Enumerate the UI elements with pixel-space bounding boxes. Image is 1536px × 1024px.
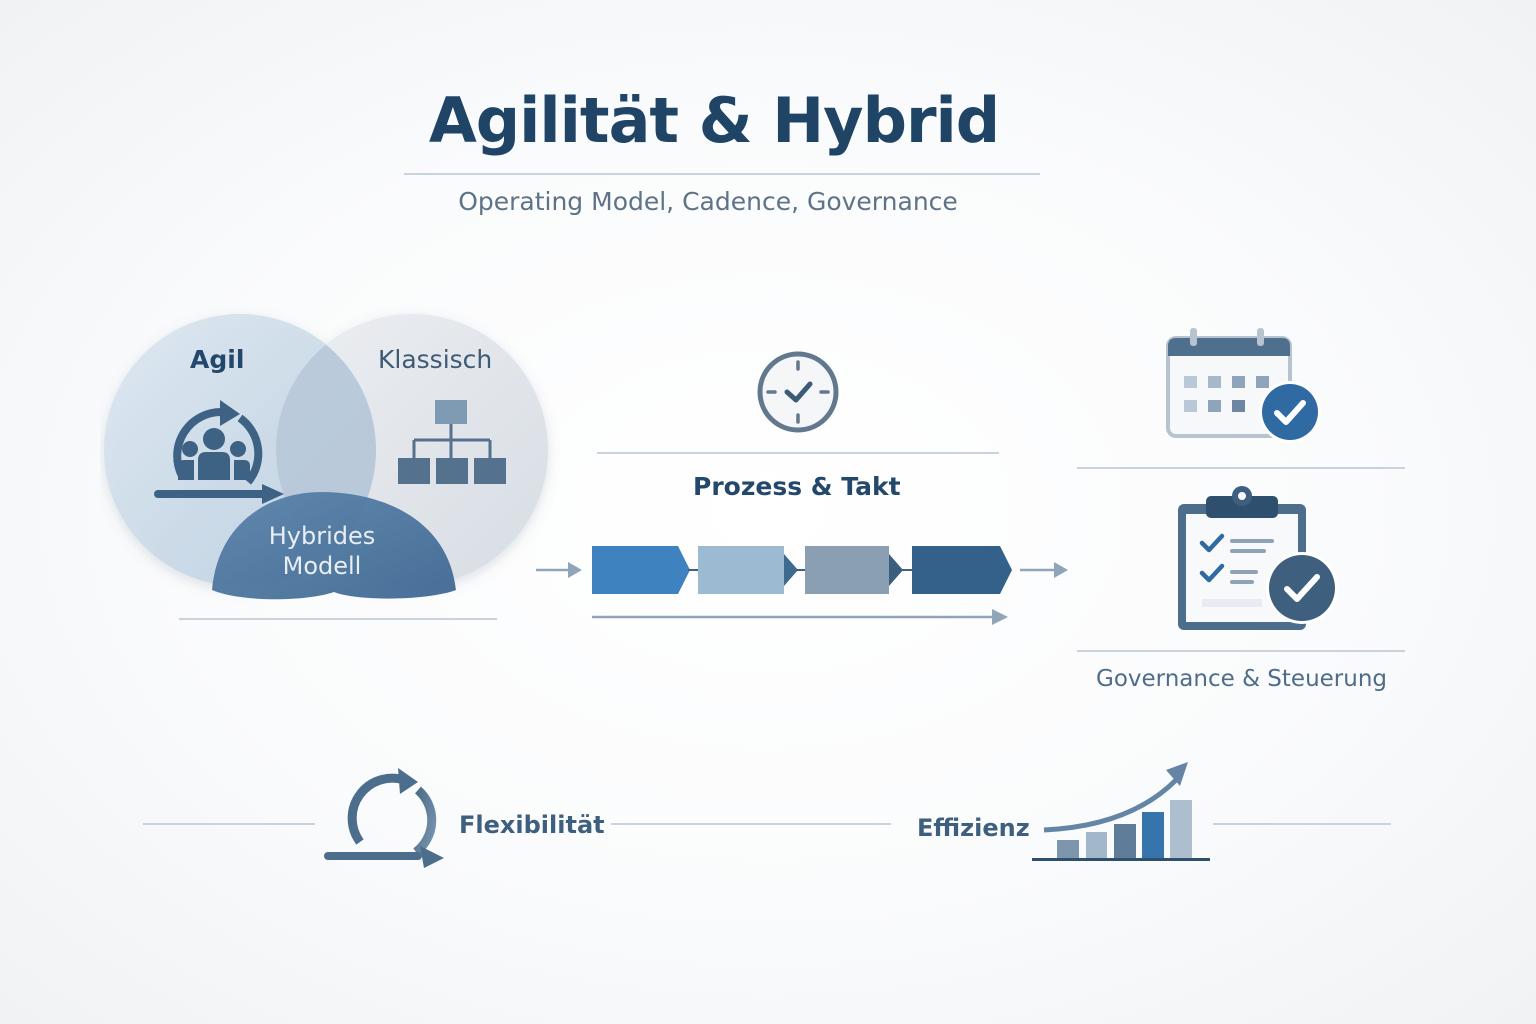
hybrid-line-2: Modell — [282, 552, 362, 580]
process-step-1 — [592, 546, 690, 594]
bottom-line-1 — [143, 823, 315, 825]
loop-arrow-icon — [320, 762, 466, 874]
process-divider — [597, 452, 999, 454]
clipboard-check-icon — [1172, 484, 1342, 636]
title-divider — [404, 173, 1040, 175]
agile-team-cycle-icon — [152, 394, 292, 506]
process-step-3 — [805, 546, 889, 594]
growth-bar-chart-icon — [1030, 760, 1212, 864]
venn-shapes — [104, 314, 548, 600]
venn-label-hybrid: Hybrides Modell — [232, 521, 412, 581]
bottom-line-2 — [611, 823, 891, 825]
hybrid-line-1: Hybrides — [268, 522, 376, 550]
bottom-line-3 — [1213, 823, 1391, 825]
governance-divider-2 — [1077, 650, 1405, 652]
page-subtitle: Operating Model, Cadence, Governance — [458, 187, 958, 216]
venn-label-agil: Agil — [190, 345, 245, 374]
efficiency-label: Effizienz — [917, 814, 1030, 842]
flexibility-label: Flexibilität — [459, 811, 605, 839]
venn-label-klassisch: Klassisch — [378, 345, 493, 374]
clock-check-icon — [755, 349, 841, 435]
venn-divider — [179, 618, 497, 620]
process-step-2 — [698, 546, 784, 594]
page-title: Agilität & Hybrid — [428, 84, 1000, 157]
governance-divider-1 — [1077, 467, 1405, 469]
calendar-check-icon — [1164, 324, 1324, 448]
process-flow — [530, 540, 1080, 632]
venn-diagram — [100, 300, 570, 630]
org-hierarchy-icon — [398, 398, 508, 486]
process-step-4 — [912, 546, 1012, 594]
process-label: Prozess & Takt — [693, 472, 901, 501]
governance-label: Governance & Steuerung — [1096, 666, 1388, 692]
